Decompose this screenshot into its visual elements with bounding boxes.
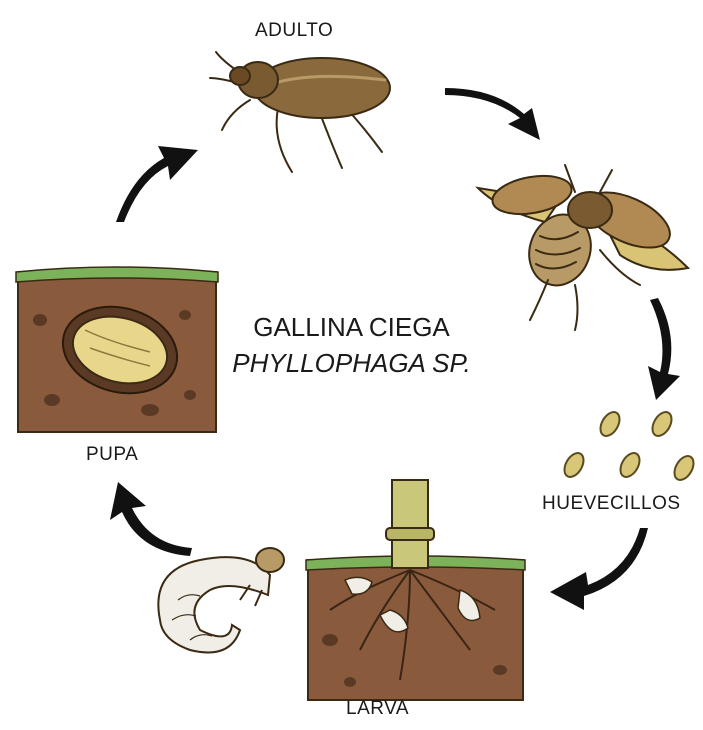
stage-label-larva: LARVA — [346, 698, 409, 720]
stage-label-adult: ADULTO — [255, 20, 333, 42]
adult-beetle-illustration — [210, 52, 390, 172]
grub-illustration — [158, 548, 284, 653]
larva-soil-illustration — [306, 480, 525, 700]
diagram-title: GALLINA CIEGA — [0, 312, 703, 343]
eggs-illustration — [561, 409, 698, 484]
stage-label-eggs: HUEVECILLOS — [542, 493, 681, 515]
arrow-pupa-to-adult — [116, 146, 198, 222]
arrow-larva-to-pupa — [110, 482, 192, 556]
diagram-subtitle: PHYLLOPHAGA SP. — [0, 348, 703, 379]
arrow-adult-to-flying — [445, 88, 540, 140]
arrow-eggs-to-larva — [550, 528, 648, 610]
stage-label-pupa: PUPA — [86, 444, 138, 466]
